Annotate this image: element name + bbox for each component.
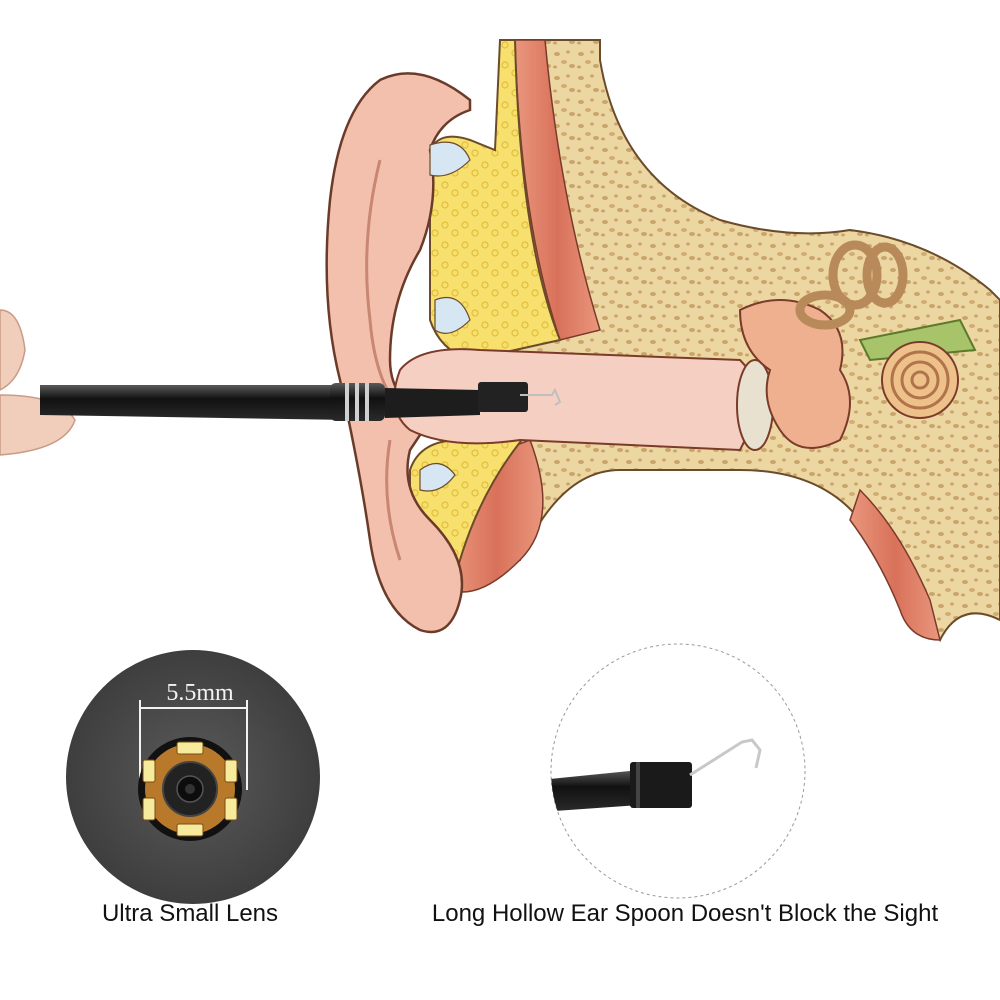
caption-ear-spoon: Long Hollow Ear Spoon Doesn't Block the … [431, 900, 939, 927]
pinna-fold-lower [385, 439, 402, 561]
ear-canal [393, 348, 762, 452]
ear-spoon-wire [520, 387, 562, 406]
camera-lens-icon [66, 650, 320, 904]
otoscope-probe-icon [0, 309, 562, 456]
muscle-lower-right [849, 488, 941, 641]
auditory-nerve [858, 318, 977, 362]
probe-body [40, 385, 350, 420]
middle-ear-ossicles [738, 299, 851, 449]
lens-dimension-label: 5.5mm [166, 680, 234, 706]
outer-ear-pinna [325, 72, 472, 634]
ear-spoon-hook-icon [550, 643, 806, 899]
semicircular-canals [795, 240, 908, 330]
finger [0, 309, 26, 391]
caption-ultra-small-lens: Ultra Small Lens [101, 900, 279, 927]
ear-anatomy-illustration [325, 39, 1000, 642]
cochlea [881, 341, 959, 419]
pinna-fold [365, 159, 402, 411]
